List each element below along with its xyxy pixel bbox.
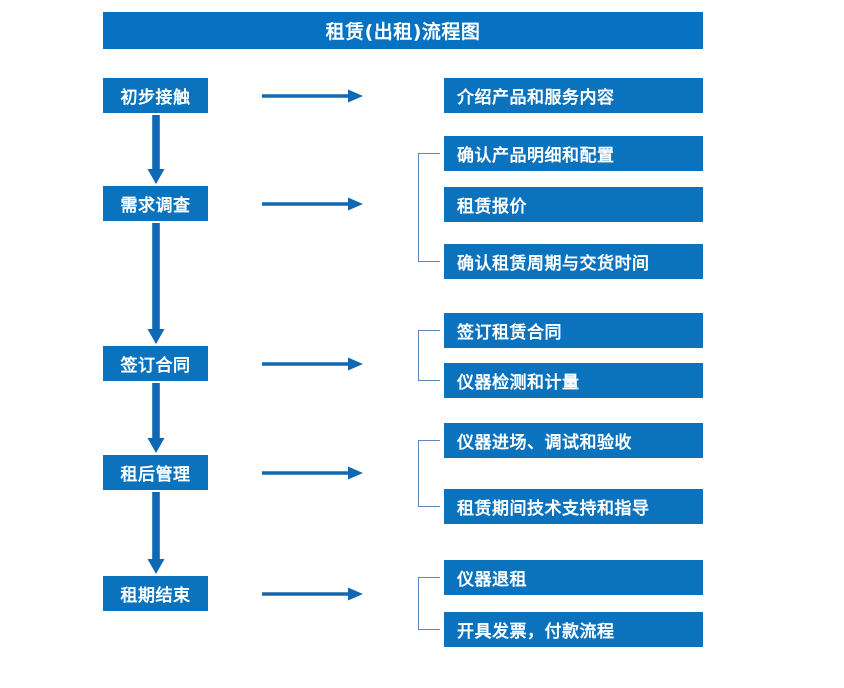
arrow-requirement-to-contract-icon	[147, 223, 165, 344]
detail-box-confirm-period-delivery[interactable]: 确认租赁周期与交货时间	[444, 244, 703, 279]
arrow-to-rental-end-icon	[262, 587, 363, 601]
detail-box-rental-quote[interactable]: 租赁报价	[444, 187, 703, 222]
detail-box-invoice-payment[interactable]: 开具发票，付款流程	[444, 612, 703, 647]
detail-box-instrument-return[interactable]: 仪器退租	[444, 560, 703, 595]
detail-box-instrument-inspection[interactable]: 仪器检测和计量	[444, 363, 703, 398]
stage-box-rental-end[interactable]: 租期结束	[103, 576, 208, 611]
arrow-postrental-to-rentalend-icon	[147, 492, 165, 574]
stage-box-requirement-survey[interactable]: 需求调查	[103, 186, 208, 221]
stage-box-post-rental-management[interactable]: 租后管理	[103, 455, 208, 490]
arrow-initial-to-requirement-icon	[147, 115, 165, 184]
bracket-postrental-group	[418, 440, 440, 507]
arrow-to-requirements-icon	[262, 197, 363, 211]
detail-box-introduce-products[interactable]: 介绍产品和服务内容	[444, 78, 703, 113]
arrow-to-intro-icon	[262, 89, 363, 103]
stage-box-initial-contact[interactable]: 初步接触	[103, 78, 208, 113]
detail-box-instrument-entry-commission[interactable]: 仪器进场、调试和验收	[444, 423, 703, 458]
bracket-rentalend-group	[418, 577, 440, 630]
arrow-to-contract-icon	[262, 357, 363, 371]
detail-box-confirm-product-details[interactable]: 确认产品明细和配置	[444, 136, 703, 171]
chart-title: 租赁(出租)流程图	[103, 12, 703, 49]
bracket-requirement-group	[418, 153, 440, 262]
arrow-contract-to-postrental-icon	[147, 383, 165, 453]
stage-box-sign-contract[interactable]: 签订合同	[103, 346, 208, 381]
detail-box-technical-support[interactable]: 租赁期间技术支持和指导	[444, 489, 703, 524]
arrow-to-post-rental-icon	[262, 466, 363, 480]
detail-box-sign-rental-contract[interactable]: 签订租赁合同	[444, 313, 703, 348]
bracket-contract-group	[418, 330, 440, 381]
